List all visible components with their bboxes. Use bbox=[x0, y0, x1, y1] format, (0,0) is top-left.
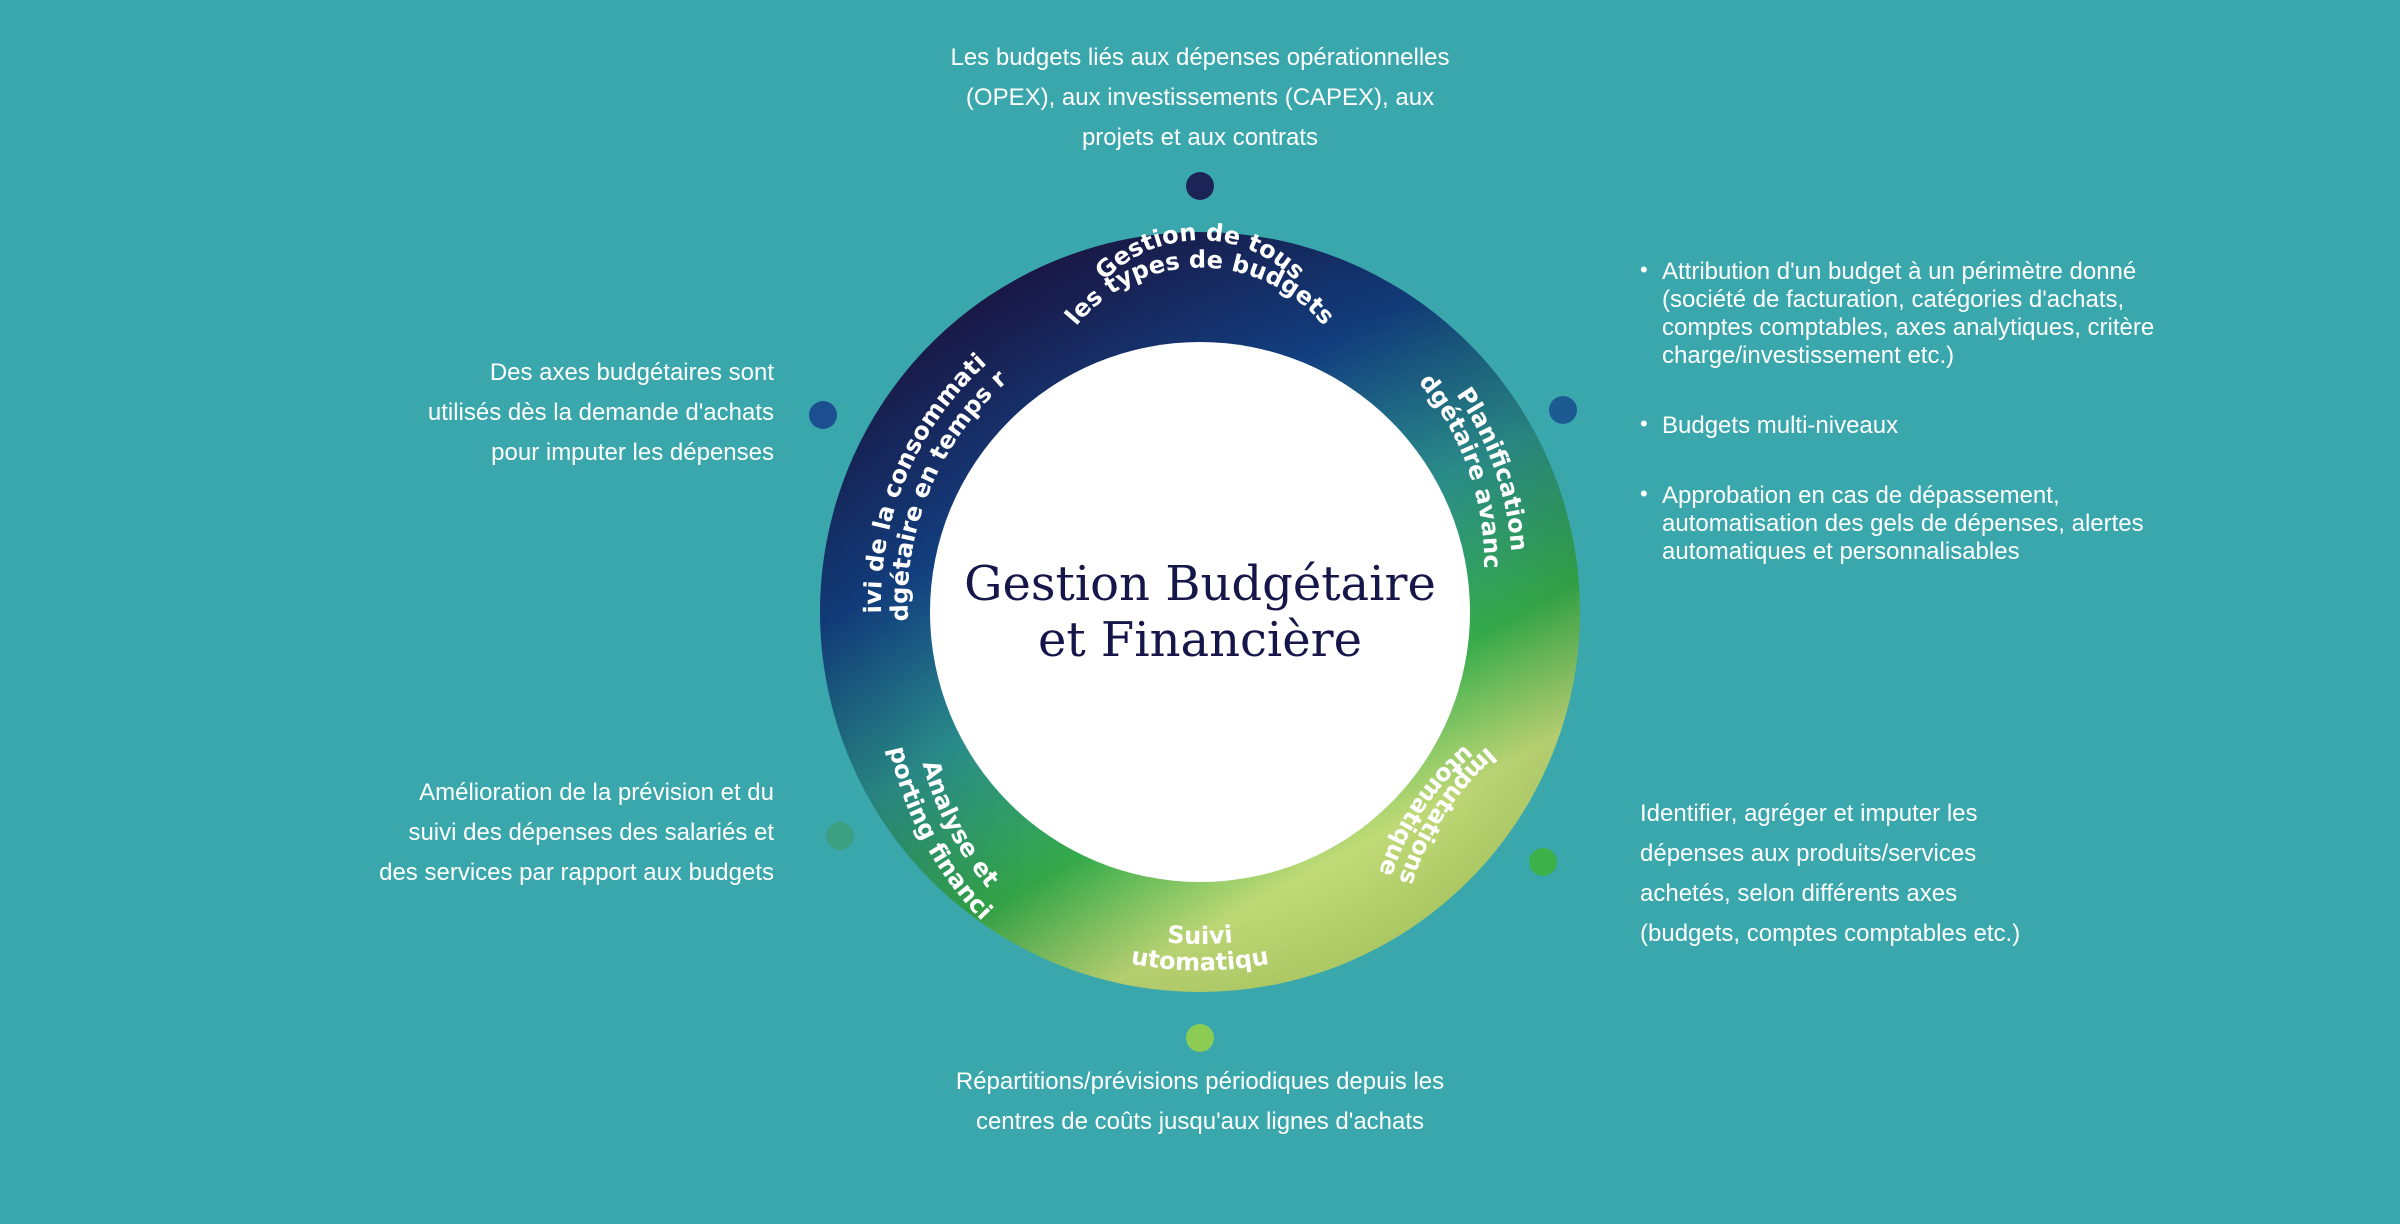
desc-lower-left: Amélioration de la prévision et du suivi… bbox=[274, 773, 774, 893]
bullet-line: comptes comptables, axes analytiques, cr… bbox=[1662, 314, 2155, 341]
ring-label-bottom-line1: Suivi bbox=[1166, 920, 1233, 950]
desc-upper-left-line: utilisés dès la demande d'achats bbox=[427, 399, 774, 426]
desc-lower-right-line: (budgets, comptes comptables etc.) bbox=[1640, 920, 2021, 947]
desc-lower-left-line: suivi des dépenses des salariés et bbox=[408, 819, 774, 846]
desc-lower-right-line: achetés, selon différents axes bbox=[1640, 880, 1958, 907]
desc-bottom-line: centres de coûts jusqu'aux lignes d'acha… bbox=[975, 1108, 1425, 1135]
bullet-line: Budgets multi-niveaux bbox=[1662, 412, 1899, 439]
center-title-line2: et Financière bbox=[1038, 612, 1362, 668]
desc-lower-right-line: dépenses aux produits/services bbox=[1640, 840, 1977, 867]
dot-upper-right bbox=[1549, 396, 1577, 424]
desc-lower-right-line: Identifier, agréger et imputer les bbox=[1640, 800, 1978, 827]
center-title-line1: Gestion Budgétaire bbox=[964, 556, 1436, 612]
desc-upper-right-bullets: Attribution d'un budget à un périmètre d… bbox=[1640, 256, 2240, 608]
desc-top-line: Les budgets liés aux dépenses opérationn… bbox=[950, 44, 1450, 71]
dot-top bbox=[1186, 172, 1214, 200]
center-disc bbox=[930, 342, 1470, 882]
desc-lower-left-line: Amélioration de la prévision et du bbox=[419, 779, 774, 806]
desc-upper-left-line: pour imputer les dépenses bbox=[491, 439, 774, 466]
desc-top-line: projets et aux contrats bbox=[1081, 124, 1319, 151]
bullet-line: automatiques et personnalisables bbox=[1662, 538, 2020, 565]
dot-lower-left bbox=[826, 822, 854, 850]
desc-top: Les budgets liés aux dépenses opérationn… bbox=[900, 38, 1500, 158]
bullet-item: Approbation en cas de dépassement, autom… bbox=[1640, 480, 2240, 566]
desc-lower-left-line: des services par rapport aux budgets bbox=[379, 859, 774, 886]
dot-bottom bbox=[1186, 1024, 1214, 1052]
bullet-line: Attribution d'un budget à un périmètre d… bbox=[1662, 258, 2137, 285]
bullet-line: (société de facturation, catégories d'ac… bbox=[1662, 286, 2125, 313]
dot-lower-right bbox=[1529, 848, 1557, 876]
bullet-item: Attribution d'un budget à un périmètre d… bbox=[1640, 256, 2240, 370]
desc-upper-left: Des axes budgétaires sont utilisés dès l… bbox=[274, 353, 774, 473]
bullet-line: automatisation des gels de dépenses, ale… bbox=[1662, 510, 2144, 537]
bullet-item: Budgets multi-niveaux bbox=[1640, 410, 2240, 440]
dot-upper-left bbox=[809, 401, 837, 429]
desc-top-line: (OPEX), aux investissements (CAPEX), aux bbox=[965, 84, 1435, 111]
bullet-line: Approbation en cas de dépassement, bbox=[1662, 482, 2060, 509]
desc-bottom-line: Répartitions/prévisions périodiques depu… bbox=[955, 1068, 1445, 1095]
desc-bottom: Répartitions/prévisions périodiques depu… bbox=[900, 1062, 1500, 1142]
desc-lower-right: Identifier, agréger et imputer les dépen… bbox=[1640, 794, 2160, 954]
desc-upper-left-line: Des axes budgétaires sont bbox=[489, 359, 774, 386]
bullet-line: charge/investissement etc.) bbox=[1662, 342, 1955, 369]
